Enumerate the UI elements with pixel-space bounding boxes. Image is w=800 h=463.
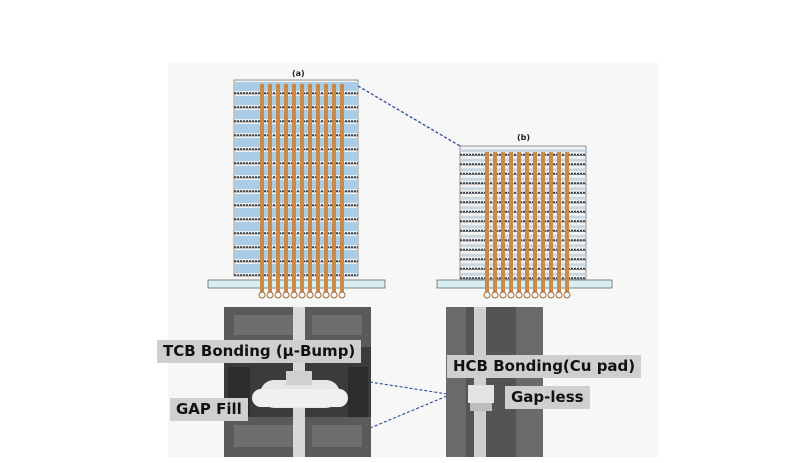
- die-layer-band: [461, 215, 585, 219]
- panel-b-label: (b): [517, 133, 531, 142]
- tsv-pillar: [493, 152, 497, 292]
- hcb-bonding-callout: HCB Bonding(Cu pad): [447, 355, 642, 378]
- solder-ball: [282, 291, 290, 299]
- tsv-pillar: [284, 84, 288, 292]
- solder-ball: [563, 291, 571, 299]
- tsv-pillar: [332, 84, 336, 292]
- solder-ball: [483, 291, 491, 299]
- tsv-pillar: [501, 152, 505, 292]
- solder-ball: [298, 291, 306, 299]
- die-layer-band: [461, 206, 585, 210]
- substrate: [436, 279, 613, 289]
- die-layer-band: [461, 253, 585, 257]
- solder-ball: [330, 291, 338, 299]
- substrate: [207, 279, 386, 289]
- solder-ball: [266, 291, 274, 299]
- panel-a-label: (a): [292, 69, 305, 78]
- tsv-pillar: [340, 84, 344, 292]
- tsv-pillar: [509, 152, 513, 292]
- solder-ball: [515, 291, 523, 299]
- solder-ball: [338, 291, 346, 299]
- stack-a-tcb: [207, 79, 386, 299]
- tcb-micrograph: [224, 307, 371, 457]
- tsv-pillar: [557, 152, 561, 292]
- tsv-pillar: [260, 84, 264, 292]
- hcb-micrograph-drawing: [446, 307, 543, 457]
- solder-ball: [531, 291, 539, 299]
- solder-ball: [547, 291, 555, 299]
- hcb-micrograph: [446, 307, 543, 457]
- solder-ball: [306, 291, 314, 299]
- tsv-pillar: [565, 152, 569, 292]
- tsv-pillar: [549, 152, 553, 292]
- tsv-pillar: [517, 152, 521, 292]
- tsv-pillar: [324, 84, 328, 292]
- die-layer-band: [461, 263, 585, 267]
- tsv-pillar: [541, 152, 545, 292]
- tcb-bonding-callout: TCB Bonding (μ-Bump): [157, 340, 362, 363]
- tsv-pillar: [316, 84, 320, 292]
- tsv-pillar: [276, 84, 280, 292]
- gap-less-callout: Gap-less: [505, 386, 590, 409]
- die-layer-band: [461, 158, 585, 162]
- solder-ball: [290, 291, 298, 299]
- die-layer-band: [461, 168, 585, 172]
- die-layer-band: [461, 149, 585, 153]
- die-layer-band: [461, 272, 585, 276]
- solder-ball: [507, 291, 515, 299]
- zoom-line-right: [369, 395, 448, 429]
- die-layer-band: [461, 225, 585, 229]
- tsv-pillar: [525, 152, 529, 292]
- stack-b-hcb: [436, 145, 613, 299]
- die-layer-band: [461, 234, 585, 238]
- die-layer-band: [461, 244, 585, 248]
- zoom-line-top: [357, 85, 461, 147]
- tsv-pillar: [268, 84, 272, 292]
- zoom-line-left: [369, 381, 448, 395]
- solder-ball: [539, 291, 547, 299]
- tsv-pillar: [485, 152, 489, 292]
- solder-ball: [491, 291, 499, 299]
- solder-ball: [258, 291, 266, 299]
- solder-ball: [523, 291, 531, 299]
- solder-ball: [274, 291, 282, 299]
- solder-ball: [555, 291, 563, 299]
- solder-ball: [314, 291, 322, 299]
- solder-ball: [322, 291, 330, 299]
- tsv-pillar: [308, 84, 312, 292]
- die-layer-band: [461, 177, 585, 181]
- tcb-micrograph-drawing: [224, 307, 371, 457]
- tsv-pillar: [300, 84, 304, 292]
- solder-ball: [499, 291, 507, 299]
- die-layer-band: [461, 196, 585, 200]
- tsv-pillar: [533, 152, 537, 292]
- tsv-pillar: [292, 84, 296, 292]
- die-layer-band: [461, 187, 585, 191]
- gap-fill-callout: GAP Fill: [170, 398, 248, 421]
